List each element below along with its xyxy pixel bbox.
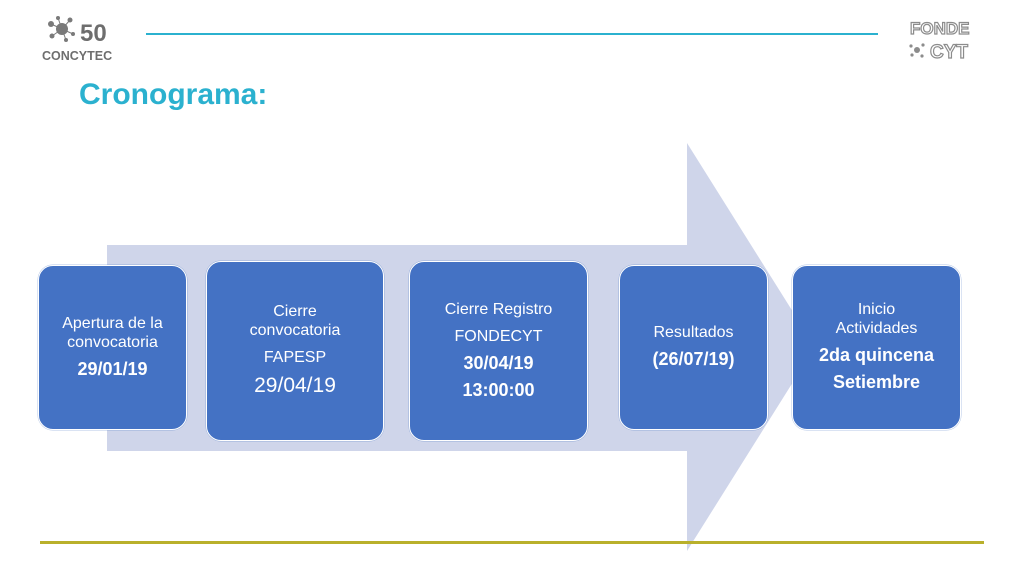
- concytec-50-logo-icon: 50 CONCYTEC: [42, 16, 112, 63]
- step-1-label-line-1: Apertura de la: [62, 315, 163, 332]
- step-3-label-line-1: Cierre Registro: [444, 300, 553, 318]
- step-3-sub: FONDECYT: [454, 327, 543, 345]
- step-5-label-line-2: Actividades: [835, 320, 918, 338]
- step-2-label-line-2: convocatoria: [249, 322, 341, 340]
- step-2-date: 29/04/19: [254, 373, 336, 397]
- step-2-label-line-1: Cierre: [273, 303, 317, 321]
- step-3-time: 13:00:00: [462, 379, 535, 400]
- page-title: Cronograma:: [79, 78, 268, 111]
- step-5-date: 2da quincena: [818, 345, 935, 366]
- step-4-date: (26/07/19): [652, 349, 735, 370]
- bottom-rule: [40, 541, 984, 544]
- top-rule: [146, 33, 878, 35]
- step-4-label-line-1: Resultados: [653, 324, 734, 342]
- timeline-step-1: Apertura de la convocatoria 29/01/19: [38, 265, 187, 430]
- logo-right-line1: FONDE: [910, 19, 970, 38]
- step-5-date-2: Setiembre: [832, 372, 921, 393]
- logo-left-number: 50: [80, 20, 107, 47]
- logo-left-name: CONCYTEC: [42, 49, 112, 63]
- step-3-date: 30/04/19: [463, 352, 534, 373]
- logo-right-line2: CYT: [930, 42, 968, 62]
- timeline-step-5: Inicio Actividades 2da quincena Setiembr…: [792, 265, 961, 430]
- fondecyt-logo: FONDE CYT: [908, 18, 988, 63]
- step-1-label-line-2: convocatoria: [67, 333, 158, 351]
- step-5-label-line-1: Inicio: [857, 301, 896, 319]
- timeline-step-4: Resultados (26/07/19): [619, 265, 768, 430]
- step-1-date: 29/01/19: [77, 358, 148, 379]
- timeline-step-2: Cierre convocatoria FAPESP 29/04/19: [206, 261, 384, 441]
- timeline-step-3: Cierre Registro FONDECYT 30/04/19 13:00:…: [409, 261, 588, 441]
- concytec-logo: 50 CONCYTEC: [38, 14, 130, 66]
- step-2-sub: FAPESP: [263, 349, 327, 367]
- fondecyt-logo-icon: FONDE CYT: [909, 18, 970, 63]
